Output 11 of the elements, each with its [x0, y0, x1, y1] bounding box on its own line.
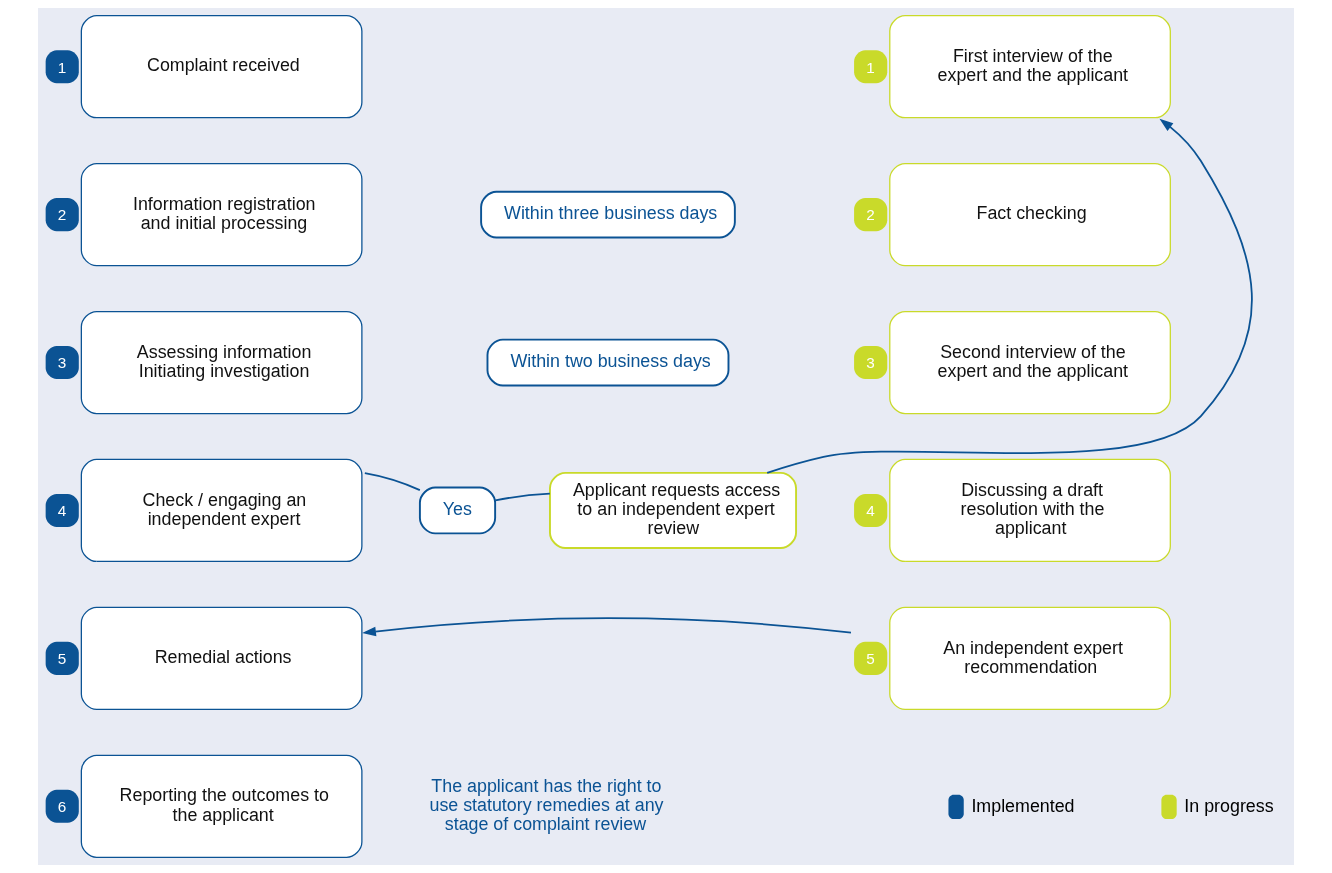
arrow: [766, 118, 1253, 474]
connector: [494, 492, 551, 502]
node-box: Yes: [418, 486, 497, 535]
node-box: Applicant requests access to an independent expert review: [549, 471, 797, 550]
node-box: Within two business days: [486, 338, 730, 387]
legend-label: In progress: [1184, 795, 1274, 816]
label: The applicant has the right to use statutory remedies at any stage of complaint review: [429, 775, 664, 835]
arrow: [362, 617, 852, 637]
connector: [363, 472, 421, 492]
node-box: Within three business days: [480, 190, 736, 239]
legend-label: Implemented: [971, 795, 1075, 816]
